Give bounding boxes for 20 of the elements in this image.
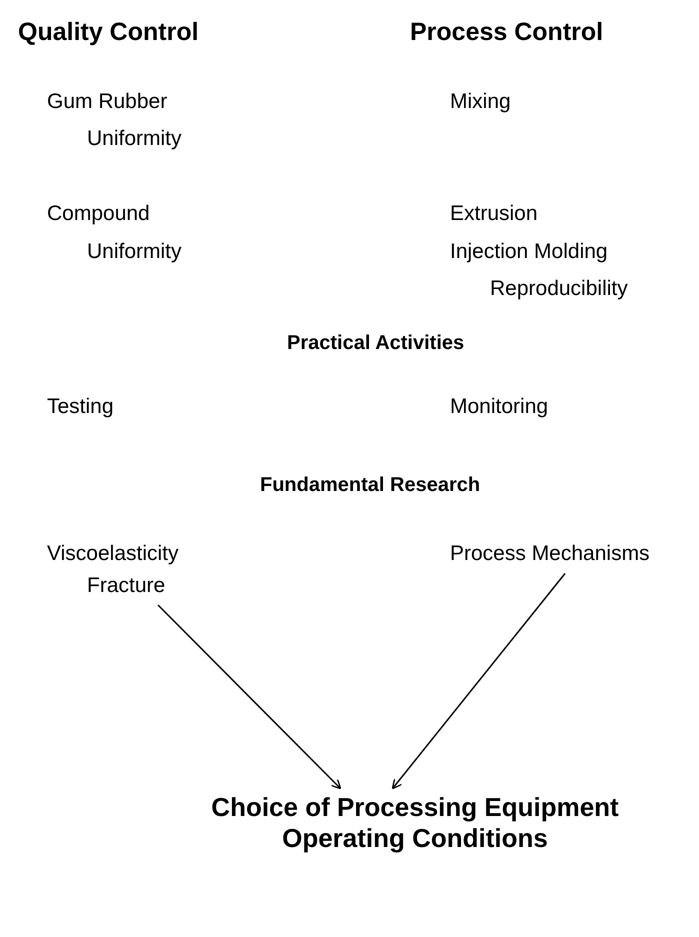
item-text: Injection Molding bbox=[450, 239, 608, 265]
topic-text: Fracture bbox=[86, 572, 166, 598]
column-heading: Process Control bbox=[410, 17, 604, 48]
item-text: Monitoring bbox=[450, 394, 548, 420]
outcome-text: Choice of Processing Equipment Operating Conditions bbox=[210, 792, 620, 854]
item-text: Uniformity bbox=[87, 239, 182, 265]
column-heading: Quality Control bbox=[18, 17, 199, 48]
item-text: Extrusion bbox=[450, 201, 538, 227]
item-text: Uniformity bbox=[87, 126, 182, 152]
arrow bbox=[157, 604, 342, 790]
item-text: Reproducibility bbox=[490, 276, 628, 302]
item-text: Mixing bbox=[450, 89, 511, 115]
section-heading: Practical Activities bbox=[287, 331, 464, 356]
item-text: Gum Rubber bbox=[47, 89, 168, 115]
item-text: Testing bbox=[47, 394, 114, 420]
topic-text: Process Mechanisms bbox=[450, 541, 650, 567]
arrow bbox=[392, 573, 566, 790]
item-text: Compound bbox=[47, 201, 150, 227]
topic-text: Viscoelasticity bbox=[47, 541, 178, 567]
section-heading: Fundamental Research bbox=[260, 473, 480, 498]
